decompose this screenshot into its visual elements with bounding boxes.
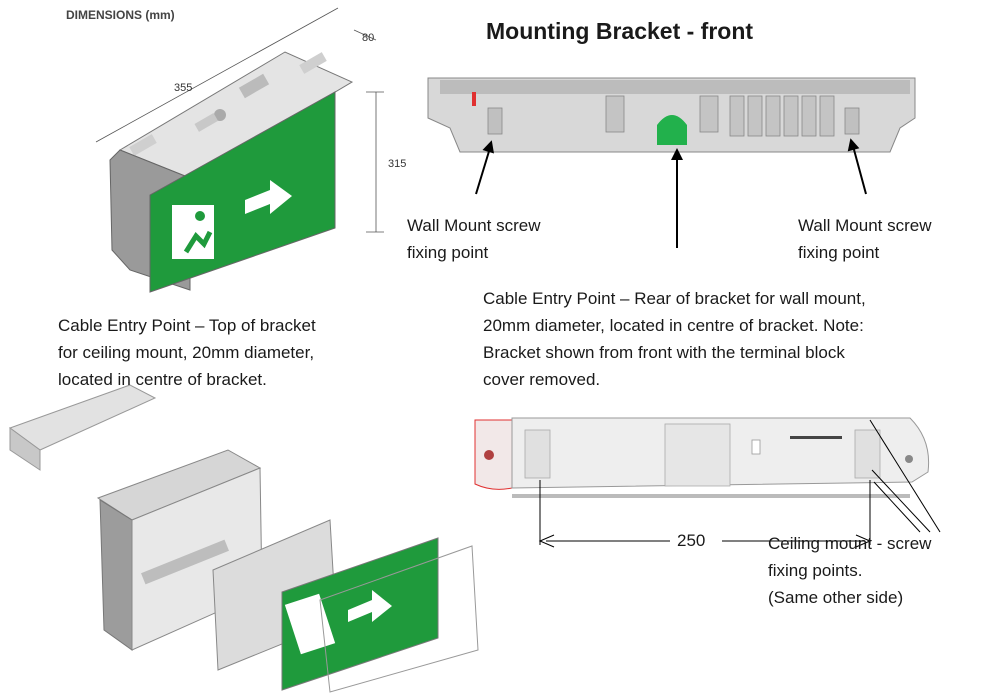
fixing-spacing-dimension: 250: [673, 531, 710, 551]
wall-mount-label-right: Wall Mount screw fixing point: [798, 216, 932, 262]
bracket-rear-view: [474, 417, 941, 548]
exit-sign-dimension-view: [95, 7, 384, 293]
cable-entry-point-rear: [657, 115, 687, 145]
dimension-width: 355: [174, 82, 193, 94]
bracket-front-heading: Mounting Bracket - front: [486, 18, 754, 44]
dimension-depth: 80: [362, 32, 375, 44]
wall-mount-label-left: Wall Mount screw fixing point: [407, 216, 541, 262]
dimension-height: 315: [388, 158, 407, 170]
cable-entry-ceiling-description: Cable Entry Point – Top of bracket for c…: [58, 316, 316, 389]
bracket-front-view: [427, 77, 916, 248]
cable-entry-wall-description: Cable Entry Point – Rear of bracket for …: [483, 289, 866, 389]
ceiling-fixing-points-label: Ceiling mount - screw fixing points. (Sa…: [768, 534, 932, 607]
dimensions-title: DIMENSIONS (mm): [66, 8, 175, 22]
exploded-assembly-view: [8, 384, 479, 693]
